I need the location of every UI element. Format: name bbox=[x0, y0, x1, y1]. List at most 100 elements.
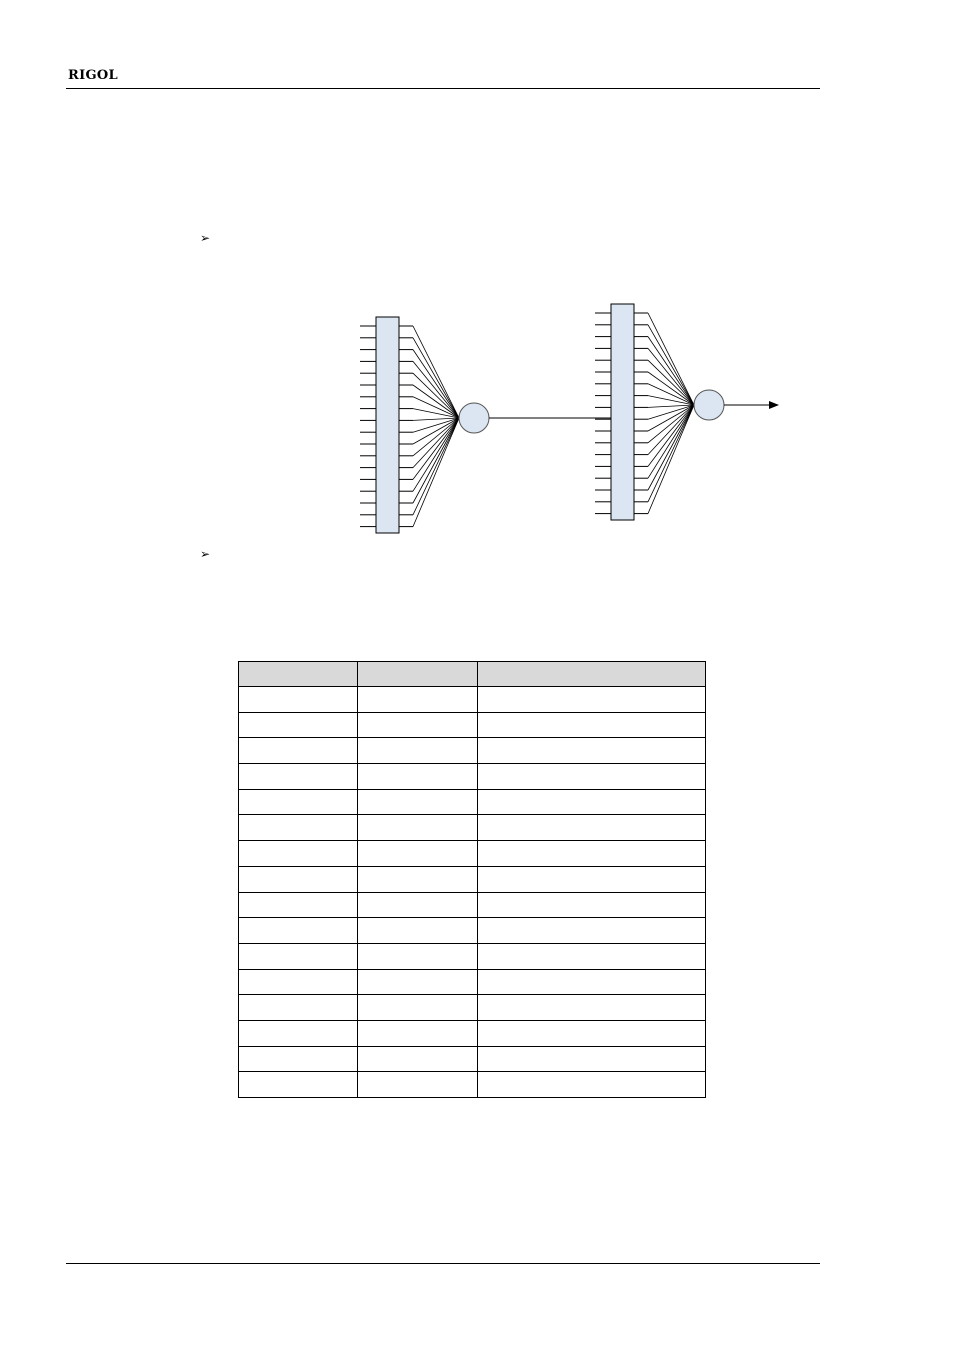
fan-line bbox=[412, 384, 460, 419]
table-cell bbox=[477, 788, 706, 816]
table-row bbox=[238, 814, 706, 842]
fan-line bbox=[412, 417, 460, 421]
fan-line bbox=[647, 404, 695, 479]
table-cell bbox=[477, 1019, 706, 1047]
table-header-cell bbox=[238, 661, 358, 687]
left-stage bbox=[360, 316, 490, 534]
header-rule bbox=[66, 88, 820, 89]
table-cell bbox=[477, 763, 706, 790]
table-cell bbox=[238, 1019, 358, 1047]
table-cell bbox=[477, 814, 706, 842]
right-stage bbox=[595, 303, 725, 521]
fan-line bbox=[647, 359, 695, 406]
table-cell bbox=[357, 1019, 478, 1047]
table-cell bbox=[477, 686, 706, 713]
table-cell bbox=[238, 1045, 358, 1073]
table-cell bbox=[477, 917, 706, 944]
table-row bbox=[238, 917, 706, 944]
fan-line bbox=[412, 417, 460, 457]
fan-line bbox=[412, 417, 460, 492]
table-cell bbox=[357, 1071, 478, 1098]
table-row bbox=[238, 686, 706, 713]
table-cell bbox=[238, 994, 358, 1021]
fan-line bbox=[647, 404, 695, 502]
table-cell bbox=[477, 1071, 706, 1098]
fan-line bbox=[647, 324, 695, 406]
table-row bbox=[238, 968, 706, 996]
table-cell bbox=[357, 891, 478, 919]
network-diagram bbox=[360, 303, 779, 534]
table-header-row bbox=[238, 661, 706, 687]
table-cell bbox=[238, 891, 358, 919]
table-row bbox=[238, 1071, 706, 1098]
table-cell bbox=[357, 840, 478, 867]
fan-line bbox=[647, 404, 695, 467]
table-cell bbox=[238, 968, 358, 996]
table-cell bbox=[357, 814, 478, 842]
table-cell bbox=[238, 917, 358, 944]
fan-line bbox=[412, 417, 460, 433]
table-cell bbox=[357, 711, 478, 739]
fan-line bbox=[412, 325, 460, 419]
weight-block bbox=[375, 316, 400, 534]
fan-line bbox=[412, 349, 460, 419]
footer-rule bbox=[66, 1263, 820, 1264]
fan-line bbox=[412, 417, 460, 527]
table-cell bbox=[477, 994, 706, 1021]
fan-line bbox=[412, 396, 460, 419]
table-cell bbox=[477, 1045, 706, 1073]
table-row bbox=[238, 840, 706, 867]
table-cell bbox=[238, 1071, 358, 1098]
fan-line bbox=[647, 371, 695, 406]
table-cell bbox=[357, 968, 478, 996]
fan-line bbox=[647, 383, 695, 406]
fan-line bbox=[412, 417, 460, 468]
table-row bbox=[238, 994, 706, 1021]
fan-line bbox=[412, 417, 460, 480]
fan-line bbox=[412, 408, 460, 419]
summation-node bbox=[693, 389, 725, 421]
table-cell bbox=[238, 711, 358, 739]
weight-block bbox=[610, 303, 635, 521]
table-row bbox=[238, 865, 706, 893]
table-cell bbox=[238, 840, 358, 867]
fan-line bbox=[647, 404, 695, 491]
table-header-cell bbox=[477, 661, 706, 687]
table-cell bbox=[477, 891, 706, 919]
table-cell bbox=[477, 942, 706, 970]
fan-line bbox=[647, 312, 695, 406]
fan-line bbox=[647, 404, 695, 408]
table-row bbox=[238, 711, 706, 739]
data-table bbox=[238, 661, 706, 1098]
fan-line bbox=[412, 417, 460, 515]
fan-line bbox=[647, 404, 695, 432]
table-cell bbox=[357, 763, 478, 790]
fan-line bbox=[412, 417, 460, 445]
table-row bbox=[238, 763, 706, 790]
table-cell bbox=[357, 737, 478, 765]
table-cell bbox=[357, 865, 478, 893]
table-cell bbox=[238, 763, 358, 790]
table-cell bbox=[357, 1045, 478, 1073]
summation-node bbox=[458, 402, 490, 434]
table-cell bbox=[477, 737, 706, 765]
table-cell bbox=[357, 994, 478, 1021]
table-cell bbox=[477, 968, 706, 996]
table-row bbox=[238, 1019, 706, 1047]
bullet-arrow-icon: ➢ bbox=[200, 231, 211, 245]
fan-line bbox=[647, 336, 695, 406]
table-cell bbox=[238, 865, 358, 893]
table-cell bbox=[357, 942, 478, 970]
fan-line bbox=[647, 348, 695, 406]
fan-line bbox=[412, 337, 460, 419]
bullet-arrow-icon: ➢ bbox=[200, 547, 211, 561]
fan-line bbox=[412, 361, 460, 419]
table-cell bbox=[357, 917, 478, 944]
table-cell bbox=[357, 788, 478, 816]
rigol-logo: RIGOL bbox=[68, 68, 118, 83]
table-row bbox=[238, 891, 706, 919]
table-header-cell bbox=[357, 661, 478, 687]
fan-line bbox=[647, 404, 695, 514]
table-cell bbox=[238, 737, 358, 765]
table-cell bbox=[477, 840, 706, 867]
